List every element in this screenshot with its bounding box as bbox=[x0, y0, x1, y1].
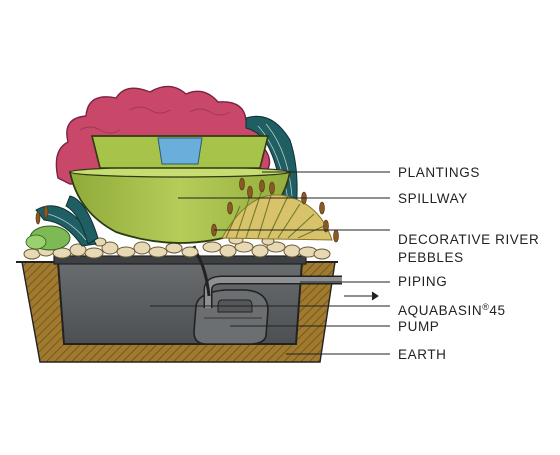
label-spillway: SPILLWAY bbox=[398, 191, 468, 206]
registered-mark: ® bbox=[482, 302, 490, 312]
label-piping: PIPING bbox=[398, 274, 448, 289]
water bbox=[157, 137, 203, 165]
leader-lines bbox=[150, 171, 390, 355]
cattail-plant bbox=[35, 177, 339, 243]
teal-grass-veins bbox=[47, 123, 293, 241]
aquabasin-name: AQUABASIN bbox=[398, 303, 483, 318]
label-pebbles-line1: DECORATIVE RIVER bbox=[398, 232, 540, 247]
green-shrub bbox=[25, 225, 71, 251]
label-plantings: PLANTINGS bbox=[398, 165, 480, 180]
label-pump: PUMP bbox=[398, 319, 440, 334]
basin-rim bbox=[53, 255, 307, 265]
label-pebbles-line2: PEBBLES bbox=[398, 250, 464, 265]
aquabasin-number: 45 bbox=[489, 303, 506, 318]
label-earth: EARTH bbox=[398, 347, 447, 362]
label-aquabasin: AQUABASIN®45 bbox=[398, 299, 506, 319]
